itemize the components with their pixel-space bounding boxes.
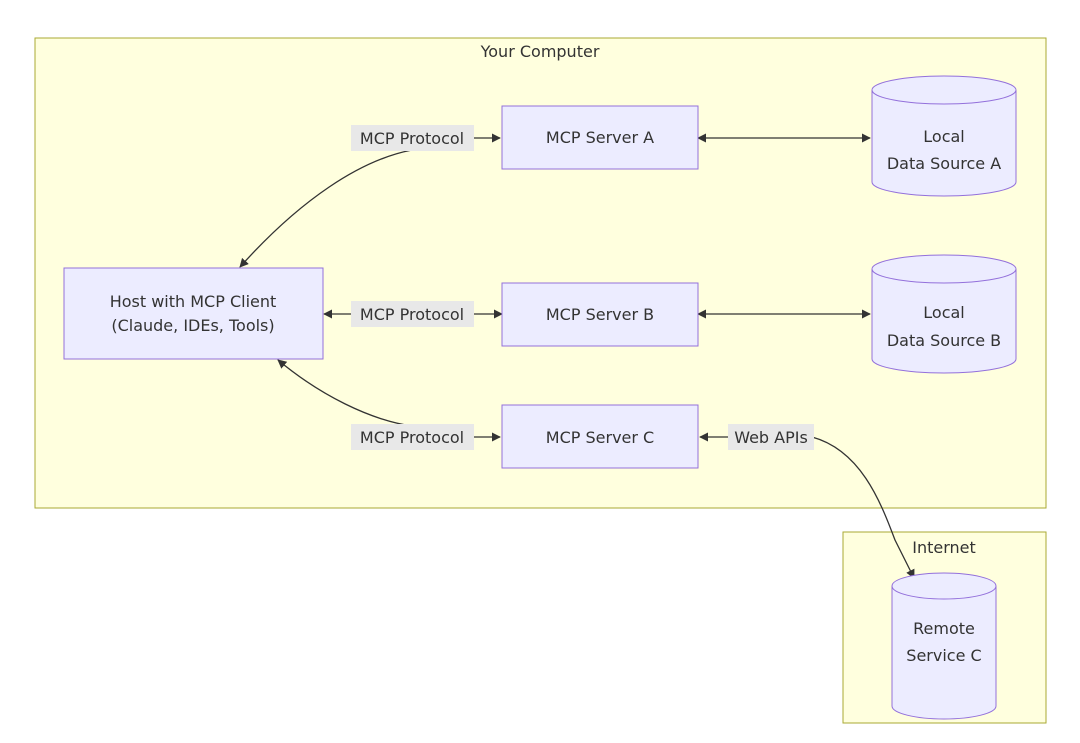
- node-data-source-a[interactable]: Local Data Source A: [871, 75, 1017, 197]
- edge-label-host-server-a: MCP Protocol: [351, 125, 474, 151]
- edge-label-host-server-b: MCP Protocol: [351, 301, 474, 327]
- node-server-c-label: MCP Server C: [546, 428, 654, 447]
- node-remote-c-line2: Service C: [906, 646, 981, 665]
- node-server-b[interactable]: MCP Server B: [501, 282, 699, 347]
- node-data-b-line1: Local: [923, 303, 964, 322]
- node-data-b-line2: Data Source B: [887, 331, 1001, 350]
- node-remote-c-line1: Remote: [913, 619, 975, 638]
- edge-label-text: MCP Protocol: [360, 428, 464, 447]
- node-data-a-line1: Local: [923, 127, 964, 146]
- edge-label-host-server-c: MCP Protocol: [351, 424, 474, 450]
- node-server-b-label: MCP Server B: [546, 305, 654, 324]
- node-server-a-label: MCP Server A: [546, 128, 654, 147]
- node-data-a-line2: Data Source A: [887, 154, 1001, 173]
- cluster-your-computer-title: Your Computer: [480, 42, 600, 61]
- cluster-internet-title: Internet: [912, 538, 976, 557]
- edge-label-server-c-remote: Web APIs: [728, 424, 814, 450]
- node-host[interactable]: Host with MCP Client (Claude, IDEs, Tool…: [63, 267, 324, 360]
- node-remote-service-c[interactable]: Remote Service C: [891, 572, 997, 720]
- node-host-line1: Host with MCP Client: [110, 292, 277, 311]
- node-server-c[interactable]: MCP Server C: [501, 404, 699, 469]
- edge-label-text: Web APIs: [734, 428, 808, 447]
- edge-label-text: MCP Protocol: [360, 305, 464, 324]
- node-server-a[interactable]: MCP Server A: [501, 105, 699, 170]
- node-data-source-b[interactable]: Local Data Source B: [871, 254, 1017, 374]
- node-host-line2: (Claude, IDEs, Tools): [111, 316, 274, 335]
- edge-label-text: MCP Protocol: [360, 129, 464, 148]
- edge-server-c-remote: [699, 432, 915, 579]
